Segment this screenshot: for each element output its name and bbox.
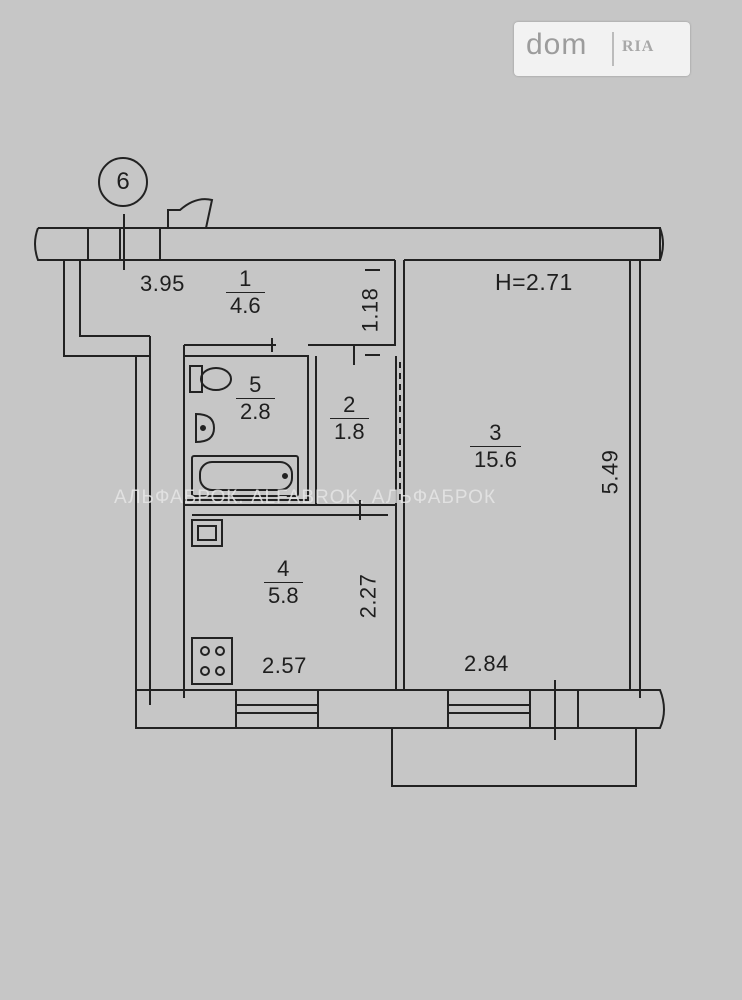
- bathroom-walls: [184, 355, 397, 505]
- balcony: [391, 728, 637, 787]
- entrance-door: [167, 198, 214, 229]
- room-5-number: 5: [236, 372, 275, 399]
- axis-label: 6: [116, 168, 130, 195]
- ceiling-height-label: H=2.71: [495, 269, 573, 295]
- exterior-wall-top: [38, 227, 661, 261]
- room-1-area: 4.6: [230, 293, 261, 318]
- axis-marker: 6: [98, 157, 148, 207]
- stove-icon: [191, 637, 233, 685]
- room-1-label: 1 4.6: [226, 266, 265, 319]
- room-window: [447, 690, 531, 728]
- room-3-number: 3: [470, 420, 521, 447]
- dimension-kitchen-width: 2.27: [355, 573, 381, 619]
- dimension-corridor-length: 3.95: [140, 271, 185, 296]
- kitchen-sink-icon: [191, 519, 223, 547]
- dimension-kitchen-length: 2.57: [262, 653, 307, 678]
- logo-text-ria: RIA: [622, 38, 655, 55]
- room-4-number: 4: [264, 556, 303, 583]
- exterior-wall-bottom: [135, 689, 665, 729]
- room-4-label: 4 5.8: [264, 556, 303, 609]
- room-2-area: 1.8: [334, 419, 365, 444]
- room-1-number: 1: [226, 266, 265, 293]
- corridor-wall-left: [63, 260, 150, 357]
- logo-separator: [612, 32, 614, 66]
- toilet-icon: [189, 365, 232, 393]
- bathtub-icon: [191, 455, 299, 497]
- room-4-area: 5.8: [268, 583, 299, 608]
- dimension-corridor-width: 1.18: [357, 287, 383, 333]
- living-room-walls: [403, 260, 641, 690]
- kitchen-walls: [184, 504, 397, 690]
- room-2-label: 2 1.8: [330, 392, 369, 445]
- room-5-label: 5 2.8: [236, 372, 275, 425]
- room-3-area: 15.6: [474, 447, 517, 472]
- dimension-room3-width: 2.84: [464, 651, 509, 676]
- corridor-tick: [365, 269, 380, 356]
- room-2-number: 2: [330, 392, 369, 419]
- dimension-room3-length: 5.49: [597, 449, 623, 495]
- kitchen-window: [235, 690, 319, 728]
- logo-text-dom: dom: [526, 28, 588, 61]
- room-5-area: 2.8: [240, 399, 271, 424]
- sink-icon: [195, 412, 216, 444]
- site-logo[interactable]: dom RIA: [514, 22, 690, 76]
- top-wall-opening: [87, 214, 161, 270]
- corridor-wall-right: [308, 260, 405, 356]
- room-3-label: 3 15.6: [470, 420, 521, 473]
- watermark-text: АЛЬФАБРОК. ALFABROK. АЛЬФАБРОК: [114, 487, 497, 508]
